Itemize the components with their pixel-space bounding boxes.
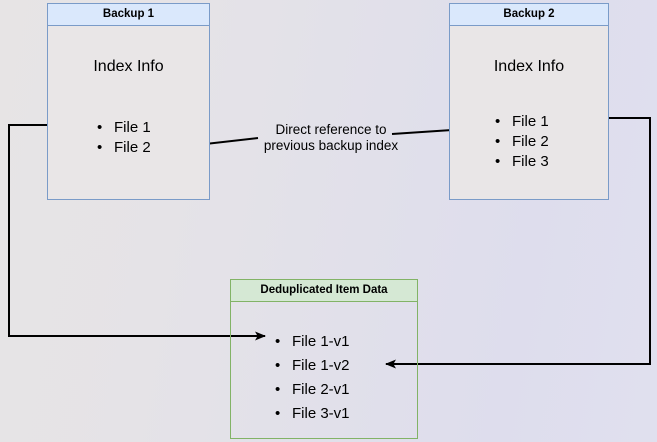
backup-1-file-list: File 1 File 2	[97, 118, 151, 158]
backup-1-body: Index Info File 1 File 2	[48, 26, 209, 199]
list-item: File 1-v1	[275, 330, 350, 354]
dedup-body: File 1-v1 File 1-v2 File 2-v1 File 3-v1	[231, 302, 417, 438]
backup-1-title: Backup 1	[48, 4, 209, 26]
deduplicated-item-data-node[interactable]: Deduplicated Item Data File 1-v1 File 1-…	[230, 279, 418, 439]
backup-2-title: Backup 2	[450, 4, 608, 26]
backup-2-node[interactable]: Backup 2 Index Info File 1 File 2 File 3	[449, 3, 609, 200]
backup-2-file-list: File 1 File 2 File 3	[495, 112, 549, 172]
list-item: File 3-v1	[275, 402, 350, 426]
dedup-title: Deduplicated Item Data	[231, 280, 417, 302]
caption-line-2: previous backup index	[263, 138, 399, 153]
direct-reference-caption: Direct reference to previous backup inde…	[247, 122, 415, 154]
list-item: File 2	[495, 132, 549, 152]
backup-1-node[interactable]: Backup 1 Index Info File 1 File 2	[47, 3, 210, 200]
caption-line-1: Direct reference to	[275, 122, 387, 137]
list-item: File 2	[97, 138, 151, 158]
backup-2-index-label: Index Info	[493, 58, 565, 75]
backup-1-index-label: Index Info	[93, 58, 164, 75]
list-item: File 3	[495, 152, 549, 172]
list-item: File 1	[495, 112, 549, 132]
list-item: File 1-v2	[275, 354, 350, 378]
list-item: File 1	[97, 118, 151, 138]
dedup-item-list: File 1-v1 File 1-v2 File 2-v1 File 3-v1	[275, 330, 350, 426]
list-item: File 2-v1	[275, 378, 350, 402]
backup-2-body: Index Info File 1 File 2 File 3	[450, 26, 608, 199]
